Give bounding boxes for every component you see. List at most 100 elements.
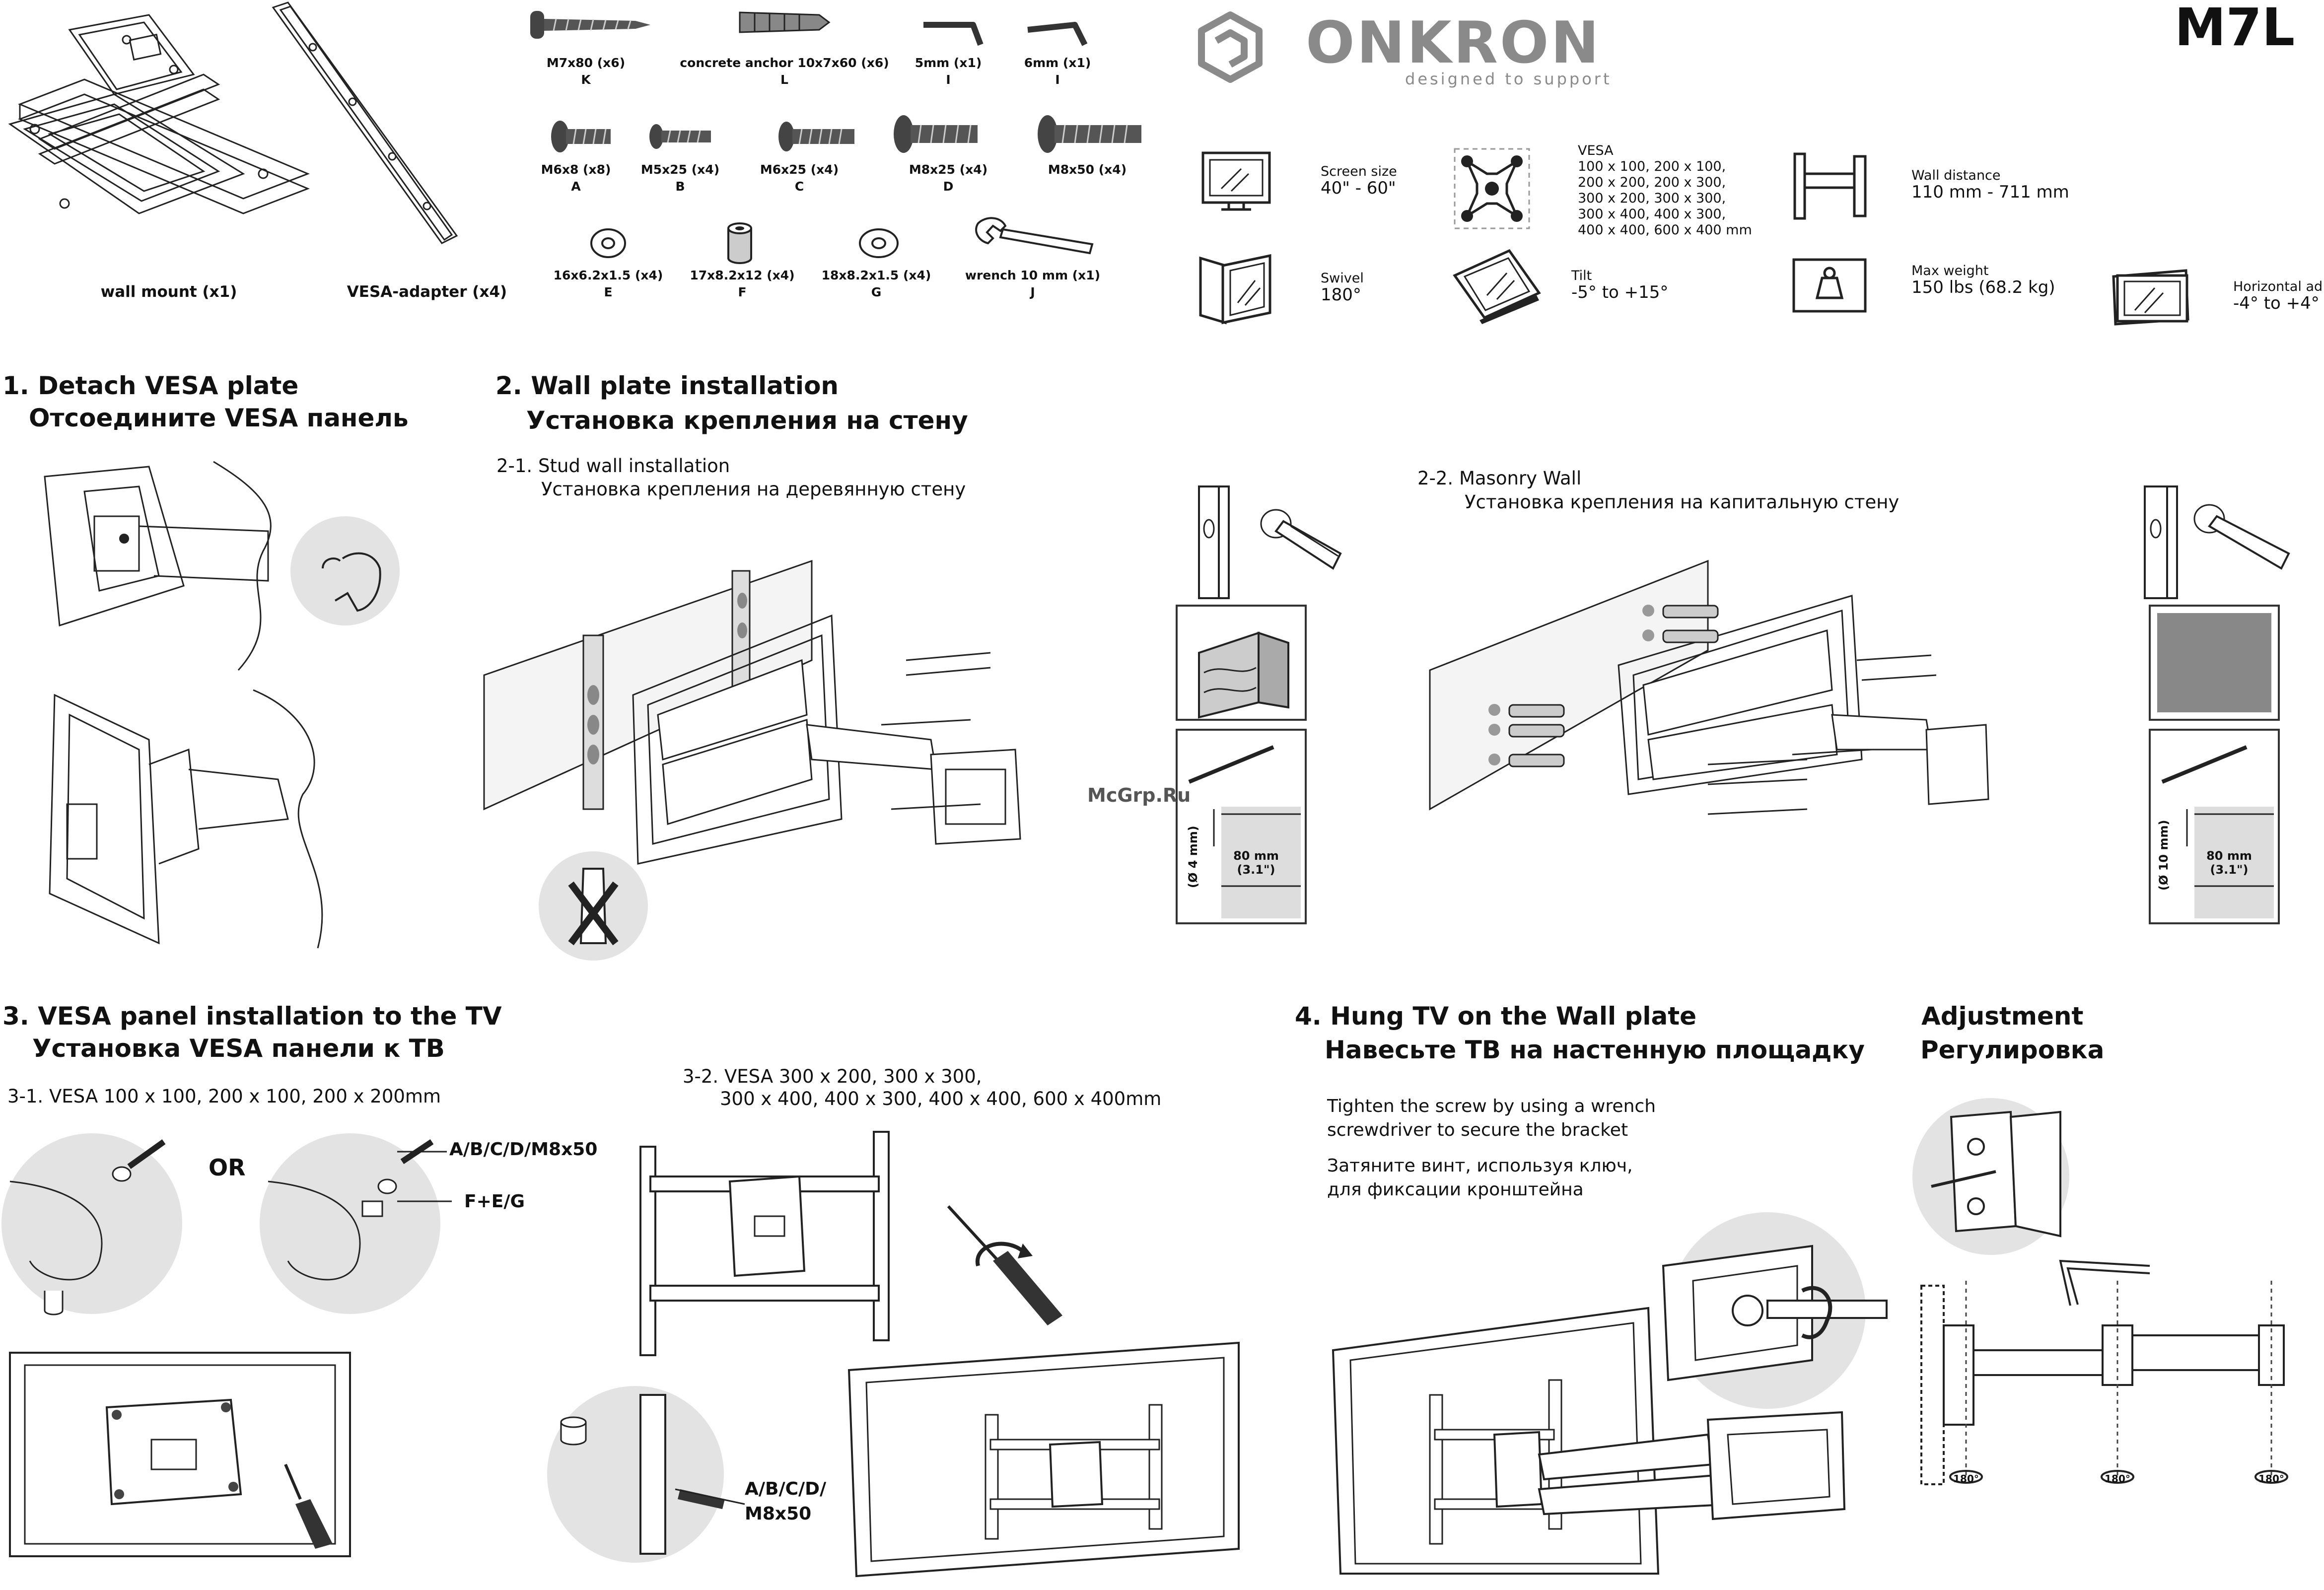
wall-mount-illustration: [8, 14, 310, 214]
step2-2-subtitle: 2-2. Masonry Wall: [1417, 468, 1582, 489]
step2-title-ru: Установка крепления на стену: [526, 406, 968, 435]
concrete-anchor-l-icon: [739, 11, 831, 33]
part-k-label: M7x80 (x6)K: [546, 56, 626, 87]
part-a-label: M6x8 (x8)A: [541, 162, 611, 194]
step1-vesa-plate-illustration: [49, 689, 323, 949]
spec-vesa: VESA 100 x 100, 200 x 100,200 x 200, 200…: [1578, 143, 1752, 238]
wrench-j-icon: [975, 217, 1094, 255]
or-label: OR: [209, 1154, 246, 1181]
watermark: McGrp.Ru: [1087, 784, 1191, 806]
vesa-adapter-label: VESA-adapter (x4): [347, 283, 507, 301]
step3-detail-circle-2: [260, 1133, 440, 1314]
tilt-icon: [1453, 249, 1541, 324]
adjustment-hex-key-icon: [2059, 1259, 2150, 1306]
adjustment-title: Adjustment: [1921, 1002, 2084, 1031]
step1-title: 1. Detach VESA plate: [2, 371, 299, 400]
adjustment-title-ru: Регулировка: [1920, 1036, 2105, 1064]
adjustment-angle-2: 180°: [2105, 1473, 2130, 1485]
wood-screw-k-icon: [530, 11, 650, 39]
stud-wall-marking-detail: [1198, 485, 1342, 599]
step4-tv-hung-illustration: [1332, 1307, 1846, 1575]
part-b-label: M5x25 (x4)B: [640, 162, 720, 194]
step4-instruction-ru: Затяните винт, используя ключ,для фиксац…: [1327, 1156, 1633, 1200]
step2-title: 2. Wall plate installation: [495, 371, 839, 400]
masonry-drill-detail: [2149, 729, 2280, 924]
washer-g-icon: [859, 228, 899, 258]
swivel-icon: [1199, 254, 1271, 325]
step3-callout-lines: [397, 1151, 452, 1202]
step4-title-ru: Навесьте ТВ на настенную площадку: [1325, 1036, 1865, 1064]
step1-title-ru: Отсоедините VESA панель: [29, 404, 409, 432]
hex-key-6mm-icon: [1027, 22, 1088, 46]
brand-name: ONKRON: [1306, 9, 1601, 76]
step3-2-tv-back-illustration: [847, 1341, 1240, 1578]
callout-washers-f-e-g: F+E/G: [464, 1191, 525, 1212]
brand-tagline: designed to support: [1405, 69, 1612, 88]
stud-wood-detail: [1176, 605, 1307, 721]
part-f-label: 17x8.2x12 (x4)F: [690, 268, 795, 299]
step3-title-ru: Установка VESA панели к ТВ: [32, 1034, 445, 1063]
vesa-pattern-icon: [1454, 148, 1530, 229]
part-e-label: 16x6.2x1.5 (x4)E: [553, 268, 663, 299]
screw-d-icon: [894, 115, 978, 153]
vesa-adapter-illustration: [272, 1, 458, 244]
spec-horizontal-adjustment: Horizontal ad-4° to +4°: [2233, 279, 2323, 313]
masonry-concrete-detail: [2149, 605, 2280, 721]
step2-1-subtitle: 2-1. Stud wall installation: [496, 455, 730, 477]
part-g-label: 18x8.2x1.5 (x4)G: [821, 268, 931, 299]
step3-detail-circle-1: [1, 1133, 182, 1315]
step4-title: 4. Hung TV on the Wall plate: [1295, 1002, 1697, 1031]
step3-2-subtitle-line2: 300 x 400, 400 x 300, 400 x 400, 600 x 4…: [720, 1088, 1162, 1109]
adjustment-angle-3: 180°: [2258, 1473, 2284, 1485]
model-name: M7L: [2175, 0, 2295, 58]
step2-1-subtitle-ru: Установка крепления на деревянную стену: [541, 479, 966, 500]
masonry-drill-depth: 80 mm(3.1"): [2206, 849, 2252, 877]
stud-drill-diameter: (Ø 4 mm): [1186, 826, 1200, 888]
step1-detach-illustration: [44, 461, 272, 671]
masonry-wall-installation-illustration: [1429, 559, 1989, 815]
spec-tilt: Tilt-5° to +15°: [1571, 268, 1669, 302]
screw-b-icon: [649, 124, 711, 149]
step3-2-callout-line: [675, 1488, 745, 1505]
stud-drill-depth: 80 mm(3.1"): [1233, 849, 1279, 877]
max-weight-icon: [1792, 258, 1867, 313]
step3-2-adapter-assembly-illustration: [639, 1131, 890, 1356]
part-c-label: M6x25 (x4)C: [760, 162, 839, 194]
step3-title: 3. VESA panel installation to the TV: [2, 1002, 502, 1031]
step2-2-subtitle-ru: Установка крепления на капитальную стену: [1465, 491, 1900, 513]
adjustment-angle-1: 180°: [1953, 1473, 1979, 1485]
horizontal-adjustment-icon: [2112, 269, 2189, 326]
masonry-marking-detail: [2144, 485, 2290, 599]
screw-m8x50-icon: [1038, 115, 1141, 153]
no-anchor-for-stud-wall-icon: [539, 851, 648, 961]
part-l-label: concrete anchor 10x7x60 (x6)L: [680, 56, 889, 87]
wall-mount-label: wall mount (x1): [100, 283, 237, 301]
screw-c-icon: [778, 122, 854, 151]
onkron-logo-icon: [1198, 11, 1263, 83]
part-i-6mm-label: 6mm (x1)I: [1024, 56, 1091, 87]
spacer-f-icon: [727, 222, 752, 264]
stud-drill-detail: [1176, 729, 1307, 924]
step3-1-subtitle: 3-1. VESA 100 x 100, 200 x 100, 200 x 20…: [7, 1086, 441, 1107]
step3-2-subtitle-line1: 3-2. VESA 300 x 200, 300 x 300,: [683, 1066, 982, 1087]
hex-key-5mm-icon: [923, 22, 984, 46]
masonry-drill-diameter: (Ø 10 mm): [2157, 820, 2171, 891]
adjustment-detail-circle: [1912, 1098, 2069, 1255]
adjustment-side-view-illustration: [1920, 1281, 2288, 1485]
step1-hand-detail: [290, 516, 400, 625]
screen-size-icon: [1201, 151, 1271, 211]
stud-wall-installation-illustration: [483, 559, 1021, 865]
screwdriver-rotate-icon: [947, 1205, 1062, 1325]
part-m8x50-label: M8x50 (x4): [1048, 162, 1127, 177]
step4-wrench-detail-circle: [1662, 1212, 1888, 1409]
screw-a-icon: [551, 121, 611, 152]
washer-e-icon: [590, 228, 626, 258]
callout-screws-a-b-c-d-m8x50: A/B/C/D/M8x50: [449, 1139, 598, 1160]
part-d-label: M8x25 (x4)D: [909, 162, 988, 194]
callout-screws-adapter: A/B/C/D/M8x50: [745, 1479, 827, 1524]
